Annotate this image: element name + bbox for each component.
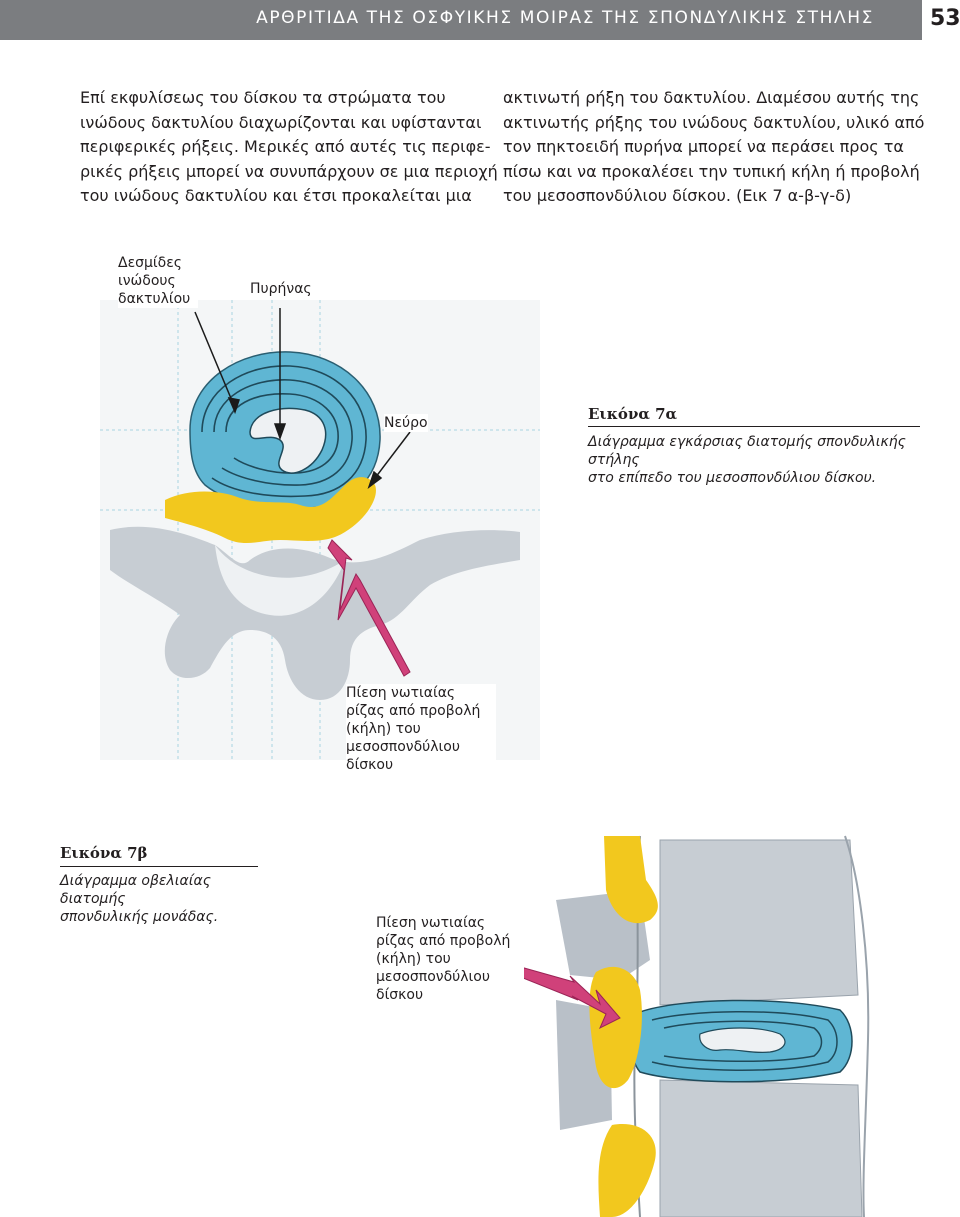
nerve-root-lower (598, 1124, 656, 1217)
caption-line: Διάγραμμα οβελιαίας διατομής (60, 873, 211, 907)
pressure-arrow-7b (507, 963, 621, 1030)
label-line: μεσοσπονδύλιου (346, 739, 460, 755)
label-line: μεσοσπονδύλιου (376, 969, 490, 985)
vertebral-body-upper (659, 839, 859, 1006)
running-title: ΑΡΘΡΙΤΙΔΑ ΤΗΣ ΟΣΦΥΙΚΗΣ ΜΟΙΡΑΣ ΤΗΣ ΣΠΟΝΔΥ… (256, 8, 874, 28)
nucleus-pulposus (249, 407, 327, 474)
nucleus-sagittal (699, 1027, 786, 1054)
label-root-pressure-7b: Πίεση νωτιαίας ρίζας από προβολή (κήλη) … (376, 914, 524, 1004)
body-line: Επί εκφυλίσεως του δίσκου τα στρώματα το… (80, 88, 446, 107)
anterior-edge (844, 835, 870, 1217)
nerve-root (165, 477, 376, 544)
label-line: ινώδους (118, 273, 176, 289)
caption-text-7b: Διάγραμμα οβελιαίας διατομής σπονδυλικής… (60, 872, 280, 926)
caption-title-7b: Εικόνα 7β (60, 844, 148, 862)
body-line: του ινώδους δακτυλίου και έτσι προκαλείτ… (80, 186, 472, 205)
label-line: δίσκου (376, 987, 424, 1003)
label-line: (κήλη) του (376, 951, 451, 967)
label-line: Δεσμίδες (118, 255, 183, 271)
caption-rule-7b (60, 866, 258, 867)
pressure-arrow-7a (327, 539, 411, 677)
body-line: του μεσοσπονδύλιου δίσκου. (Εικ 7 α-β-γ-… (503, 186, 852, 205)
body-text-right: ακτινωτή ρήξη του δακτυλίου. Διαμέσου αυ… (503, 86, 925, 209)
caption-text-7a: Διάγραμμα εγκάρσιας διατομής σπονδυλικής… (588, 433, 928, 487)
nerve-root-upper (604, 836, 658, 924)
body-line: τον πηκτοειδή πυρήνα μπορεί να περάσει π… (503, 137, 904, 156)
vertebral-body-lower (659, 1079, 863, 1217)
annulus-lamellae (201, 365, 367, 498)
label-line: Πίεση νωτιαίας (376, 915, 486, 931)
page-number: 53 (930, 6, 960, 31)
label-nerve: Νεύρο (384, 414, 428, 432)
label-annulus-fibers: Δεσμίδες ινώδους δακτυλίου (118, 254, 198, 308)
figure-7a-leaders (194, 308, 411, 490)
body-line: ακτινωτή ρήξη του δακτυλίου. Διαμέσου αυ… (503, 88, 920, 107)
caption-line: σπονδυλικής μονάδας. (60, 909, 219, 925)
caption-title-7a: Εικόνα 7α (588, 405, 678, 423)
label-line: δίσκου (346, 757, 394, 773)
body-line: πίσω και να προκαλέσει την τυπική κήλη ή… (503, 161, 920, 181)
spinal-canal (215, 545, 345, 616)
disc-lamellae-sagittal (651, 1011, 838, 1071)
label-nucleus: Πυρήνας (250, 280, 312, 298)
label-line: Πίεση νωτιαίας (346, 685, 456, 701)
label-root-pressure-7a: Πίεση νωτιαίας ρίζας από προβολή (κήλη) … (346, 684, 496, 774)
body-text-left: Επί εκφυλίσεως του δίσκου τα στρώματα το… (58, 86, 498, 209)
label-line: (κήλη) του (346, 721, 421, 737)
body-line: ακτινωτής ρήξης του ινώδους δακτυλίου, υ… (503, 112, 925, 132)
vertebra-posterior-arch (110, 526, 520, 700)
body-line: ρικές ρήξεις μπορεί να συνυπάρχουν σε μι… (80, 161, 498, 181)
header-bar: ΑΡΘΡΙΤΙΔΑ ΤΗΣ ΟΣΦΥΙΚΗΣ ΜΟΙΡΑΣ ΤΗΣ ΣΠΟΝΔΥ… (0, 0, 922, 40)
body-line: ινώδους δακτυλίου διαχωρίζονται και υφίσ… (80, 112, 482, 132)
caption-line: στο επίπεδο του μεσοσπονδύλιου δίσκου. (588, 470, 877, 486)
label-line: δακτυλίου (118, 291, 191, 307)
caption-line: Διάγραμμα εγκάρσιας διατομής σπονδυλικής… (588, 434, 906, 468)
label-line: ρίζας από προβολή (346, 703, 481, 719)
caption-rule-7a (588, 426, 920, 427)
body-line: περιφερικές ρήξεις. Μερικές από αυτές τι… (80, 137, 491, 156)
label-line: ρίζας από προβολή (376, 933, 511, 949)
